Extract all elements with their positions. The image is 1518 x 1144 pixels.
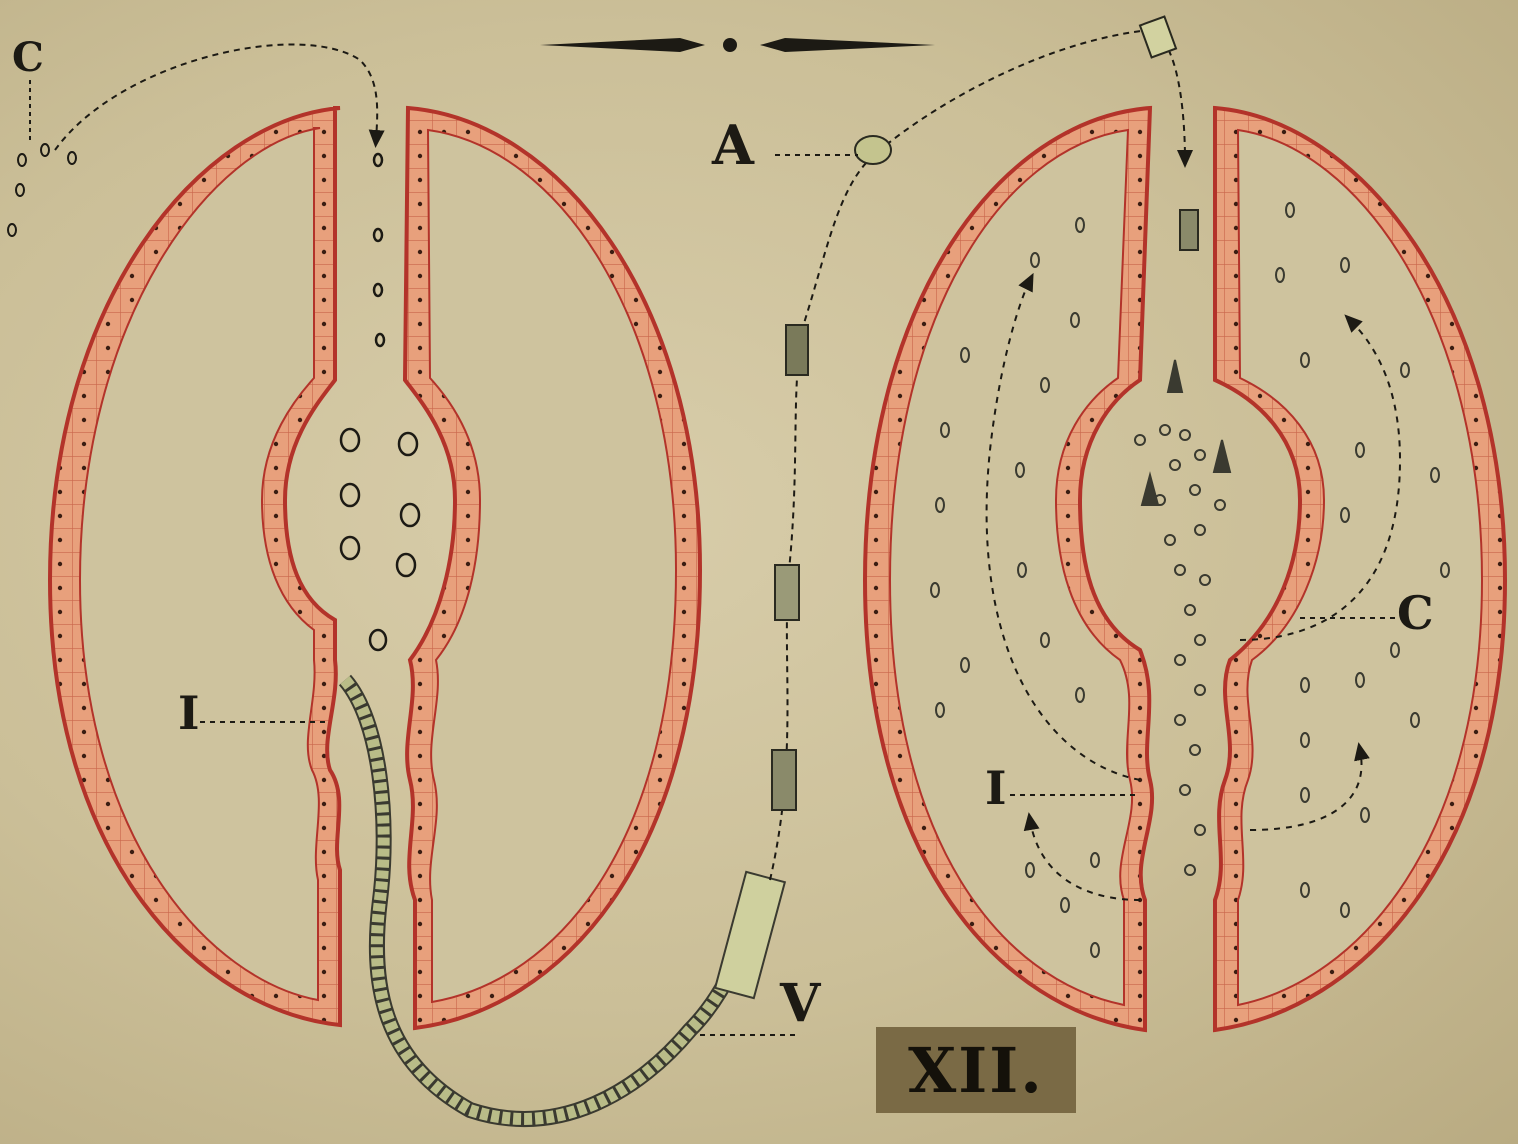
ornament — [540, 38, 935, 52]
plate-number: XII. — [908, 1034, 1044, 1107]
label-a: A — [712, 118, 754, 172]
label-i-left: I — [178, 690, 200, 736]
right-half-inner — [1215, 108, 1505, 1030]
plate-number-box: XII. — [876, 1027, 1076, 1113]
left-half-inner — [405, 108, 700, 1028]
label-v: V — [780, 978, 820, 1030]
label-c-left: C — [12, 38, 44, 78]
label-c-right: C — [1397, 590, 1434, 636]
left-half-outer — [50, 108, 340, 1025]
label-i-right: I — [985, 765, 1007, 811]
right-half-outer — [865, 108, 1152, 1030]
